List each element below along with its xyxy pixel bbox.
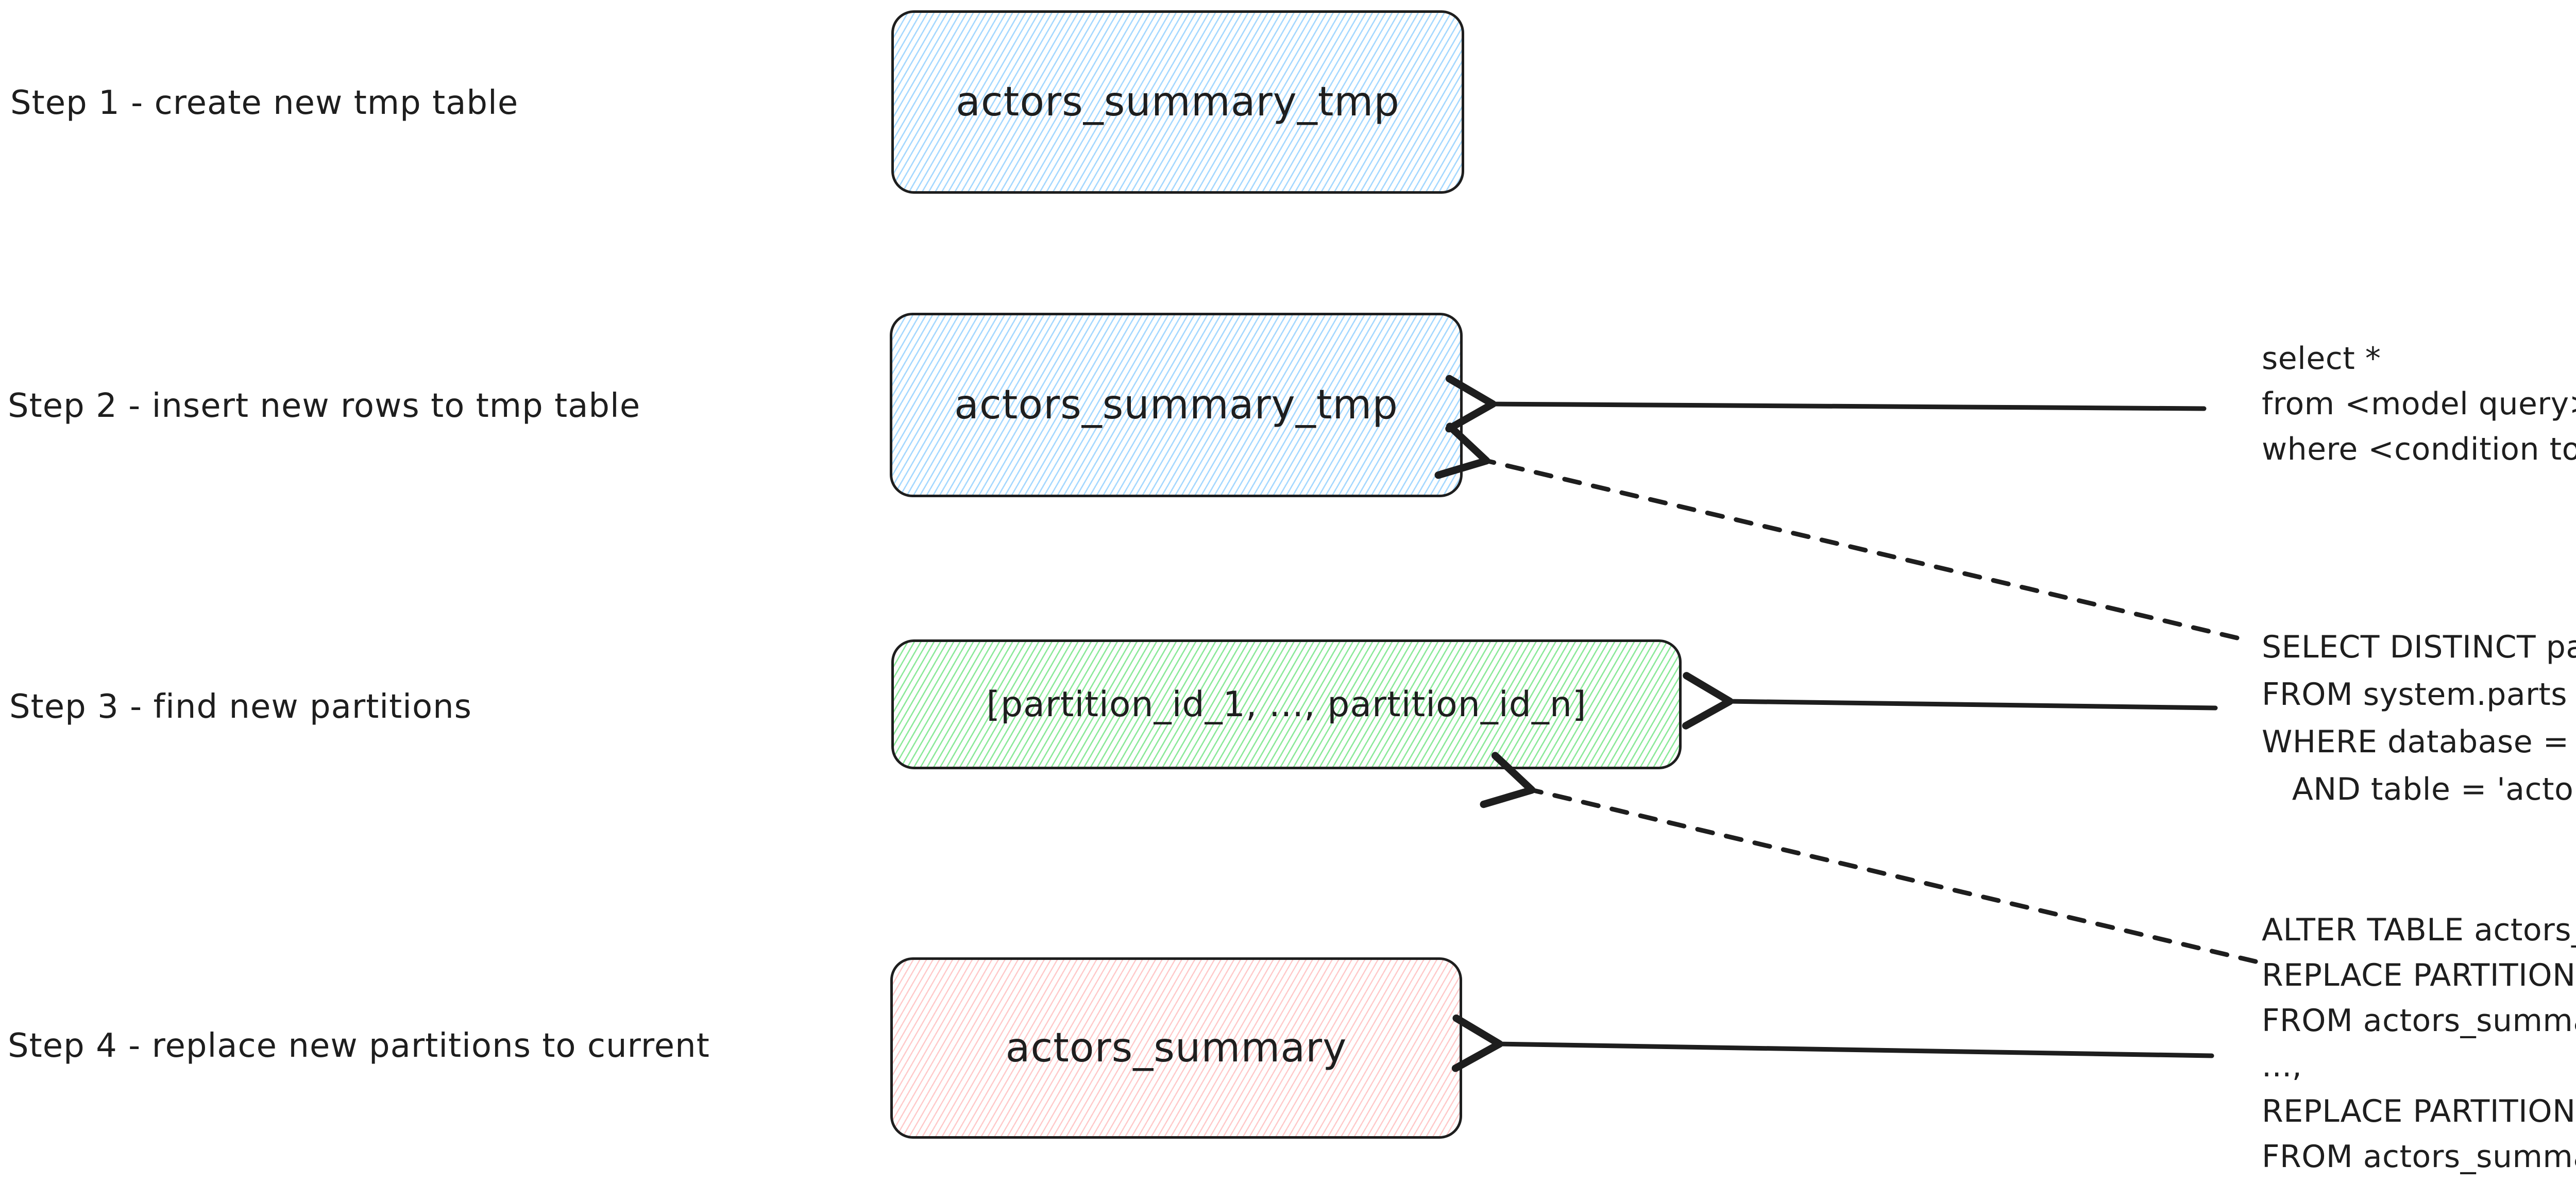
sql-line: from <model query>	[2262, 386, 2576, 422]
step-4-box: actors_summary	[890, 957, 1462, 1139]
arrow-dashed-sql4-to-box3	[1480, 752, 2258, 964]
step-1-label: Step 1 - create new tmp table	[10, 84, 519, 122]
sql-line: WHERE database = <database>	[2262, 724, 2569, 760]
sql-block-step-3: SELECT DISTINCT partition_id FROM system…	[2262, 623, 2576, 813]
step-2-label: Step 2 - insert new rows to tmp table	[8, 387, 641, 425]
sql-block-step-4: ALTER TABLE actors_summary REPLACE PARTI…	[2262, 907, 2576, 1179]
sql-line: where <condition to identify new>	[2262, 431, 2576, 467]
step-3-label: Step 3 - find new partitions	[9, 688, 472, 726]
sql-line: REPLACE PARTITION partition_id_1	[2262, 957, 2576, 993]
sql-line: FROM actors_summary_tmp,	[2262, 1139, 2576, 1175]
sql-line: FROM actors_summary_tmp,	[2262, 1003, 2576, 1039]
sql-block-step-2: select * from <model query> where <condi…	[2262, 336, 2576, 472]
step-3-box: [partition_id_1, ..., partition_id_n]	[891, 639, 1682, 769]
step-3-box-label: [partition_id_1, ..., partition_id_n]	[986, 684, 1587, 725]
step-1-box: actors_summary_tmp	[891, 10, 1464, 194]
sql-line: SELECT DISTINCT partition_id	[2262, 629, 2576, 665]
step-2-box: actors_summary_tmp	[890, 313, 1463, 497]
sql-line: REPLACE PARTITION partition_id_n	[2262, 1093, 2576, 1129]
arrow-sql3-to-box3	[1682, 672, 2218, 730]
sql-line: AND table = 'actors_summary_tmp'	[2292, 771, 2576, 807]
step-4-box-label: actors_summary	[1005, 1025, 1347, 1071]
sql-line: ALTER TABLE actors_summary	[2262, 912, 2576, 948]
arrow-sql2-to-box2	[1445, 375, 2207, 433]
sql-line: ...,	[2262, 1048, 2302, 1084]
arrow-dashed-sql3-to-box2	[1434, 423, 2240, 640]
sql-line: FROM system.parts	[2262, 677, 2568, 713]
step-1-box-label: actors_summary_tmp	[956, 79, 1400, 125]
step-2-box-label: actors_summary_tmp	[954, 382, 1398, 428]
arrow-sql4-to-box4	[1451, 1014, 2214, 1072]
step-4-label: Step 4 - replace new partitions to curre…	[8, 1027, 710, 1065]
sql-line: select *	[2262, 341, 2381, 377]
